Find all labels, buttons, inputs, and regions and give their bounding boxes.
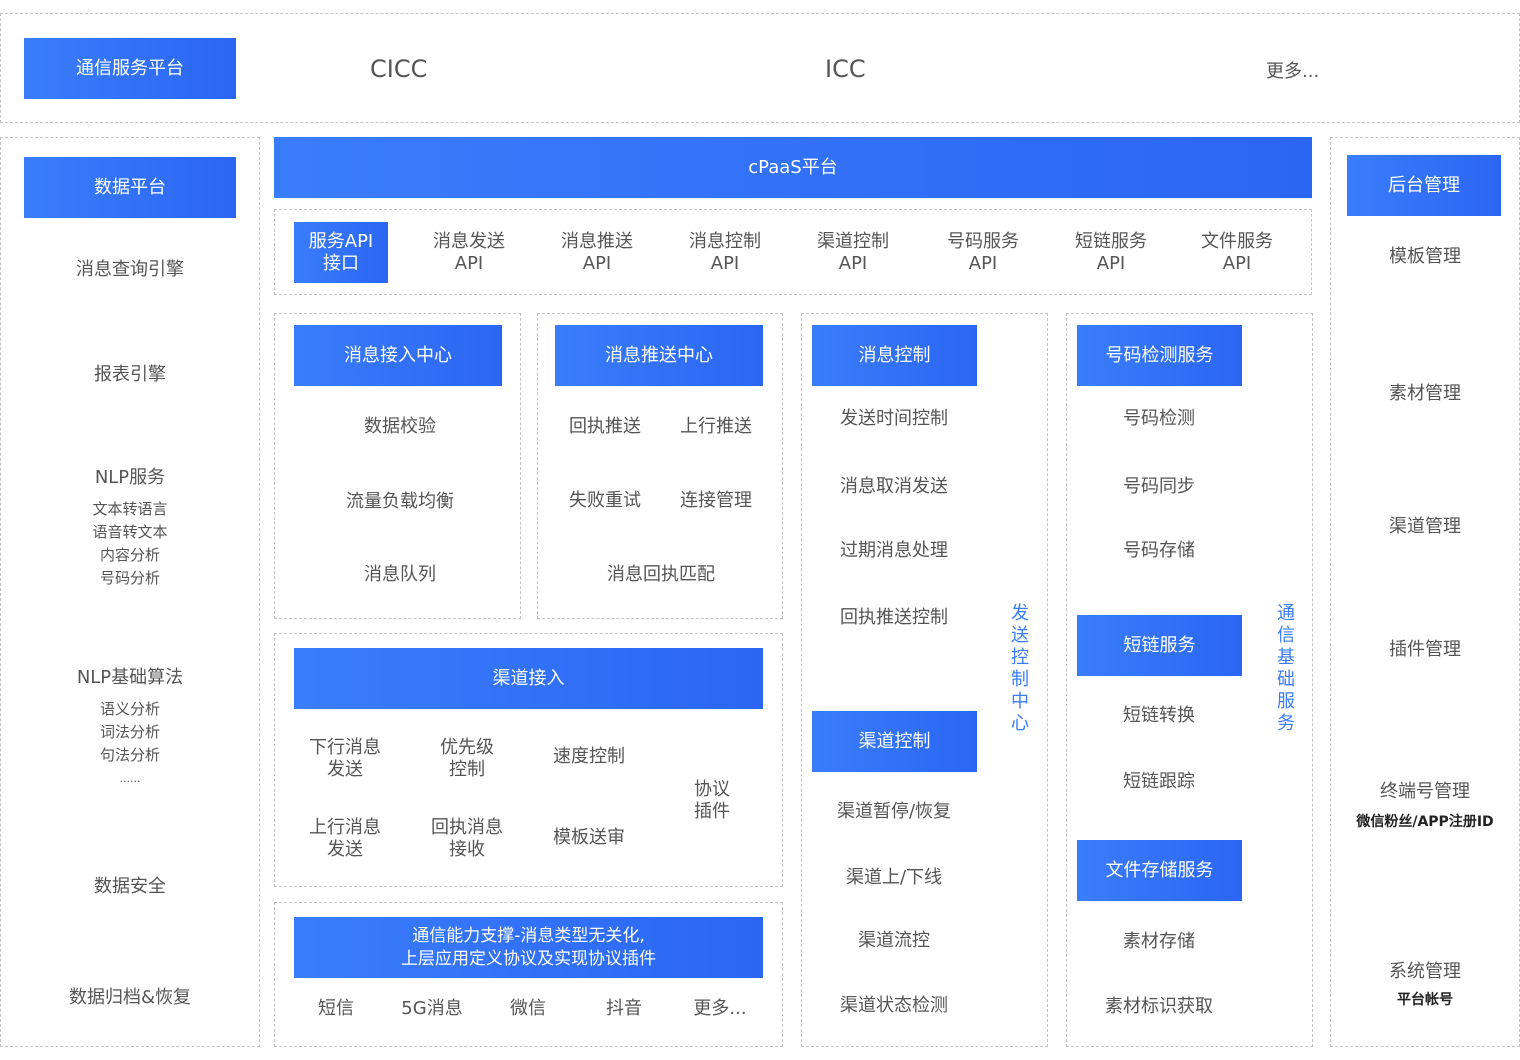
channel-control-item: 渠道流控: [858, 930, 930, 951]
admin-item-template: 模板管理: [1389, 246, 1461, 267]
channel-control-item: 渠道状态检测: [840, 995, 948, 1016]
api-item: 消息推送 API: [561, 231, 633, 274]
nlp-service-sub: 语音转文本: [92, 523, 168, 541]
api-row: [274, 209, 1312, 295]
comm-support-item: 微信: [510, 998, 546, 1019]
top-item-icc: ICC: [825, 55, 866, 83]
msg-push-item: 消息回执匹配: [607, 564, 715, 585]
channel-access-header: 渠道接入: [294, 648, 763, 709]
channel-access-item: 上行消息 发送: [309, 817, 381, 860]
channel-access-item: 优先级 控制: [440, 737, 494, 780]
admin-item-plugin: 插件管理: [1389, 639, 1461, 660]
nlp-service: NLP服务: [94, 467, 166, 488]
data-archive: 数据归档&恢复: [68, 987, 192, 1008]
send-control-center-label: 发送控制中心: [1011, 603, 1029, 734]
msg-access-header: 消息接入中心: [294, 325, 502, 386]
admin-item-terminal: 终端号管理: [1380, 781, 1470, 802]
admin-item-terminal-sub: 微信粉丝/APP注册ID: [1356, 814, 1494, 830]
comm-support-item: 短信: [318, 998, 354, 1019]
comm-support-item: 5G消息: [401, 998, 463, 1019]
msg-access-item: 消息队列: [364, 564, 436, 585]
nlp-algo-sub: 语义分析: [99, 700, 160, 718]
admin-item-channel: 渠道管理: [1389, 516, 1461, 537]
api-item: 文件服务 API: [1201, 231, 1273, 274]
number-service-item: 号码同步: [1123, 476, 1195, 497]
top-item-more: 更多...: [1266, 61, 1320, 82]
comm-support-item: 抖音: [606, 998, 642, 1019]
comm-support-header: 通信能力支撑-消息类型无关化, 上层应用定义协议及实现协议插件: [294, 917, 763, 978]
cpaas-header: cPaaS平台: [274, 137, 1312, 198]
file-storage-item: 素材标识获取: [1105, 996, 1213, 1017]
msg-control-item: 回执推送控制: [840, 607, 948, 628]
channel-access-item: 回执消息 接收: [431, 817, 503, 860]
file-storage-item: 素材存储: [1123, 931, 1195, 952]
comm-base-panel: [1066, 313, 1313, 1047]
channel-access-panel: [274, 633, 783, 887]
msg-control-item: 过期消息处理: [840, 540, 948, 561]
nlp-service-sub: 号码分析: [99, 569, 160, 587]
channel-control-item: 渠道暂停/恢复: [836, 801, 952, 822]
comm-base-service-label: 通信基础服务: [1277, 603, 1295, 734]
number-service-header: 号码检测服务: [1077, 325, 1242, 386]
msg-control-item: 消息取消发送: [840, 476, 948, 497]
file-storage-header: 文件存储服务: [1077, 840, 1242, 901]
msg-control-header: 消息控制: [812, 325, 977, 386]
api-item: 短链服务 API: [1075, 231, 1147, 274]
msg-push-panel: [537, 313, 783, 619]
shortlink-header: 短链服务: [1077, 615, 1242, 676]
nlp-service-sub: 内容分析: [99, 546, 160, 564]
msg-push-item: 回执推送: [569, 416, 641, 437]
number-service-item: 号码存储: [1123, 540, 1195, 561]
api-item: 渠道控制 API: [817, 231, 889, 274]
data-platform-header: 数据平台: [24, 157, 236, 218]
api-item: 消息控制 API: [689, 231, 761, 274]
msg-push-item: 连接管理: [680, 490, 752, 511]
nlp-algo-sub: 句法分析: [99, 746, 160, 764]
shortlink-item: 短链转换: [1123, 705, 1195, 726]
msg-access-item: 流量负载均衡: [346, 491, 454, 512]
query-engine: 消息查询引擎: [76, 259, 184, 280]
comm-service-platform-header: 通信服务平台: [24, 38, 236, 99]
channel-access-item: 下行消息 发送: [309, 737, 381, 780]
msg-access-item: 数据校验: [364, 416, 436, 437]
msg-push-item: 上行推送: [680, 416, 752, 437]
nlp-algo-sub: 词法分析: [99, 723, 160, 741]
api-item: 消息发送 API: [433, 231, 505, 274]
msg-push-header: 消息推送中心: [555, 325, 763, 386]
service-api-header: 服务API 接口: [294, 222, 388, 283]
data-platform-panel: [0, 137, 260, 1047]
nlp-algo-sub: ......: [119, 772, 141, 785]
msg-push-item: 失败重试: [569, 490, 641, 511]
report-engine: 报表引擎: [94, 364, 166, 385]
nlp-service-sub: 文本转语言: [92, 500, 168, 518]
api-item: 号码服务 API: [947, 231, 1019, 274]
channel-access-item: 速度控制: [553, 746, 625, 767]
top-item-cicc: CICC: [370, 55, 428, 83]
protocol-plugin: 协议 插件: [694, 779, 730, 822]
msg-control-item: 发送时间控制: [840, 408, 948, 429]
send-control-panel: [801, 313, 1048, 1047]
shortlink-item: 短链跟踪: [1123, 771, 1195, 792]
admin-item-system-sub: 平台帐号: [1397, 992, 1453, 1008]
msg-access-panel: [274, 313, 521, 619]
admin-item-system: 系统管理: [1389, 961, 1461, 982]
comm-support-item: 更多...: [693, 998, 747, 1019]
nlp-algo: NLP基础算法: [76, 667, 184, 688]
admin-header: 后台管理: [1347, 155, 1501, 216]
channel-control-header: 渠道控制: [812, 711, 977, 772]
admin-panel: [1330, 137, 1520, 1047]
number-service-item: 号码检测: [1123, 408, 1195, 429]
data-security: 数据安全: [94, 876, 166, 897]
admin-item-material: 素材管理: [1389, 383, 1461, 404]
channel-control-item: 渠道上/下线: [845, 867, 943, 888]
channel-access-item: 模板送审: [553, 827, 625, 848]
comm-support-panel: [274, 902, 783, 1047]
